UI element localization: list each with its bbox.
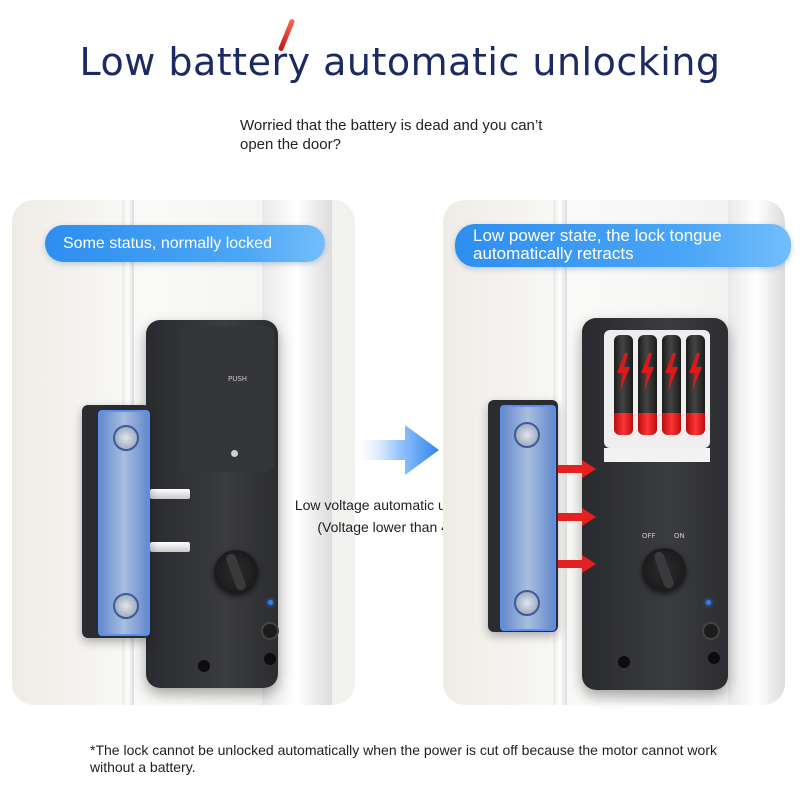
on-label: ON — [674, 532, 685, 540]
screw-hole — [618, 656, 630, 668]
unlocked-state-label-line2: automatically retracts — [473, 244, 634, 263]
door-frame — [728, 200, 785, 705]
battery-cap — [662, 413, 681, 435]
screw-hole — [264, 653, 276, 665]
screw-hole — [198, 660, 210, 672]
lightning-icon — [617, 353, 630, 391]
unlocked-state-label: Low power state, the lock tongue automat… — [455, 224, 791, 267]
battery-cap — [686, 413, 705, 435]
screw-hole — [708, 652, 720, 664]
unlocked-state-label-line1: Low power state, the lock tongue — [473, 226, 722, 245]
push-label: PUSH — [228, 375, 248, 383]
reset-button — [702, 622, 720, 640]
lightning-icon — [689, 353, 702, 391]
lightning-icon — [665, 353, 678, 391]
red-arrow-icon — [558, 460, 596, 478]
battery-cap — [614, 413, 633, 435]
page-title: Low battery automatic unlocking — [79, 40, 721, 84]
lock-body: PUSH — [146, 320, 279, 688]
keyhole — [231, 450, 238, 457]
battery-cover — [180, 326, 274, 472]
battery — [614, 335, 633, 435]
footnote: *The lock cannot be unlocked automatical… — [90, 742, 717, 775]
strike-screw — [113, 425, 139, 451]
strike-screw — [514, 590, 540, 616]
battery — [638, 335, 657, 435]
status-led — [268, 600, 273, 605]
battery-cap — [638, 413, 657, 435]
thumb-turn-knob — [214, 550, 258, 594]
page-subtitle: Worried that the battery is dead and you… — [240, 117, 543, 153]
reset-button — [261, 622, 279, 640]
locked-state-label: Some status, normally locked — [45, 225, 325, 262]
off-label: OFF — [642, 532, 656, 540]
battery — [662, 335, 681, 435]
status-led — [706, 600, 711, 605]
red-arrow-icon — [558, 508, 596, 526]
thumb-turn-knob — [642, 548, 686, 592]
lock-bolt — [150, 542, 190, 552]
strike-screw — [113, 593, 139, 619]
lock-bolt — [150, 489, 190, 499]
battery — [686, 335, 705, 435]
arrow-right-icon — [355, 425, 439, 475]
lightning-icon — [641, 353, 654, 391]
compartment-edge — [604, 448, 710, 462]
red-arrow-icon — [558, 555, 596, 573]
voltage-info-line2: (Voltage lower than 4.6V) — [317, 519, 475, 535]
strike-screw — [514, 422, 540, 448]
